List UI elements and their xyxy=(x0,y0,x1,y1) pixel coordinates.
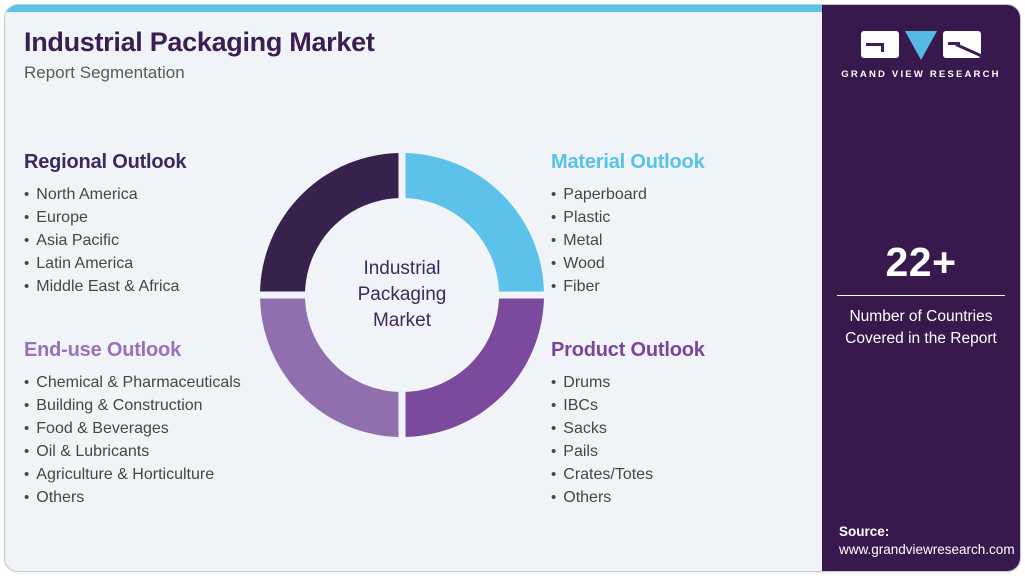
accent-top-strip xyxy=(5,5,825,12)
bullet-icon: • xyxy=(551,232,557,249)
bullet-icon: • xyxy=(551,186,557,203)
donut-svg xyxy=(258,151,546,439)
section-product-outlook: Product Outlook •Drums•IBCs•Sacks•Pails•… xyxy=(551,339,836,509)
list-item: •Fiber xyxy=(551,275,836,298)
source-block: Source: www.grandviewresearch.com xyxy=(839,524,1015,557)
section-title: End-use Outlook xyxy=(24,339,182,361)
list-item: •Europe xyxy=(24,206,309,229)
section-regional-outlook: Regional Outlook •North America•Europe•A… xyxy=(24,151,309,298)
section-title: Regional Outlook xyxy=(24,151,187,173)
section-list: •Drums•IBCs•Sacks•Pails•Crates/Totes•Oth… xyxy=(551,371,836,509)
list-item: •Building & Construction xyxy=(24,394,309,417)
section-title: Material Outlook xyxy=(551,151,705,173)
list-item: •Chemical & Pharmaceuticals xyxy=(24,371,309,394)
donut-gap-horizontal xyxy=(258,291,546,299)
donut-chart: Industrial Packaging Market xyxy=(258,151,546,439)
donut-segment-material xyxy=(402,153,544,295)
bullet-icon: • xyxy=(551,466,557,483)
bullet-icon: • xyxy=(551,209,557,226)
list-item: •Others xyxy=(24,486,309,509)
source-label: Source: xyxy=(839,524,890,539)
brand-name: GRAND VIEW RESEARCH xyxy=(841,69,1001,80)
page-subtitle: Report Segmentation xyxy=(24,63,185,82)
list-item: •Plastic xyxy=(551,206,836,229)
list-item: •Oil & Lubricants xyxy=(24,440,309,463)
list-item: •Agriculture & Horticulture xyxy=(24,463,309,486)
bullet-icon: • xyxy=(24,374,30,391)
brand-logo: GRAND VIEW RESEARCH xyxy=(822,31,1020,80)
list-item: •North America xyxy=(24,183,309,206)
bullet-icon: • xyxy=(551,397,557,414)
list-item: •Wood xyxy=(551,252,836,275)
donut-segment-enduse xyxy=(260,295,402,437)
logo-v-icon xyxy=(905,31,937,60)
section-enduse-outlook: End-use Outlook •Chemical & Pharmaceutic… xyxy=(24,339,309,509)
bullet-icon: • xyxy=(24,255,30,272)
page-title: Industrial Packaging Market xyxy=(24,27,375,57)
bullet-icon: • xyxy=(551,420,557,437)
list-item: •IBCs xyxy=(551,394,836,417)
list-item: •Sacks xyxy=(551,417,836,440)
bullet-icon: • xyxy=(551,443,557,460)
bullet-icon: • xyxy=(24,489,30,506)
bullet-icon: • xyxy=(24,443,30,460)
bullet-icon: • xyxy=(24,397,30,414)
infographic-card: Industrial Packaging Market Report Segme… xyxy=(4,4,1021,572)
countries-stat: 22+ Number of Countries Covered in the R… xyxy=(822,239,1020,350)
bullet-icon: • xyxy=(24,186,30,203)
list-item: •Asia Pacific xyxy=(24,229,309,252)
list-item: •Latin America xyxy=(24,252,309,275)
bullet-icon: • xyxy=(551,489,557,506)
header: Industrial Packaging Market Report Segme… xyxy=(24,27,375,83)
list-item: •Metal xyxy=(551,229,836,252)
list-item: •Paperboard xyxy=(551,183,836,206)
logo-g-icon xyxy=(861,31,899,58)
section-list: •Chemical & Pharmaceuticals•Building & C… xyxy=(24,371,309,509)
donut-segment-product xyxy=(402,295,544,437)
bullet-icon: • xyxy=(24,278,30,295)
section-material-outlook: Material Outlook •Paperboard•Plastic•Met… xyxy=(551,151,836,298)
section-list: •Paperboard•Plastic•Metal•Wood•Fiber xyxy=(551,183,836,298)
stat-label: Number of Countries Covered in the Repor… xyxy=(845,308,997,347)
list-item: •Drums xyxy=(551,371,836,394)
list-item: •Pails xyxy=(551,440,836,463)
bullet-icon: • xyxy=(24,466,30,483)
donut-center-label: Industrial Packaging Market xyxy=(357,258,447,331)
sidebar: GRAND VIEW RESEARCH 22+ Number of Countr… xyxy=(822,5,1020,571)
section-title: Product Outlook xyxy=(551,339,705,361)
stat-divider xyxy=(837,295,1005,296)
bullet-icon: • xyxy=(24,420,30,437)
logo-r-icon xyxy=(943,31,985,59)
section-list: •North America•Europe•Asia Pacific•Latin… xyxy=(24,183,309,298)
list-item: •Others xyxy=(551,486,836,509)
bullet-icon: • xyxy=(24,232,30,249)
list-item: •Food & Beverages xyxy=(24,417,309,440)
source-url: www.grandviewresearch.com xyxy=(839,542,1015,557)
stat-value: 22+ xyxy=(885,239,957,285)
bullet-icon: • xyxy=(551,278,557,295)
gvr-logo-icon xyxy=(822,31,1020,60)
list-item: •Crates/Totes xyxy=(551,463,836,486)
list-item: •Middle East & Africa xyxy=(24,275,309,298)
bullet-icon: • xyxy=(551,374,557,391)
bullet-icon: • xyxy=(24,209,30,226)
donut-segment-regional xyxy=(260,153,402,295)
bullet-icon: • xyxy=(551,255,557,272)
